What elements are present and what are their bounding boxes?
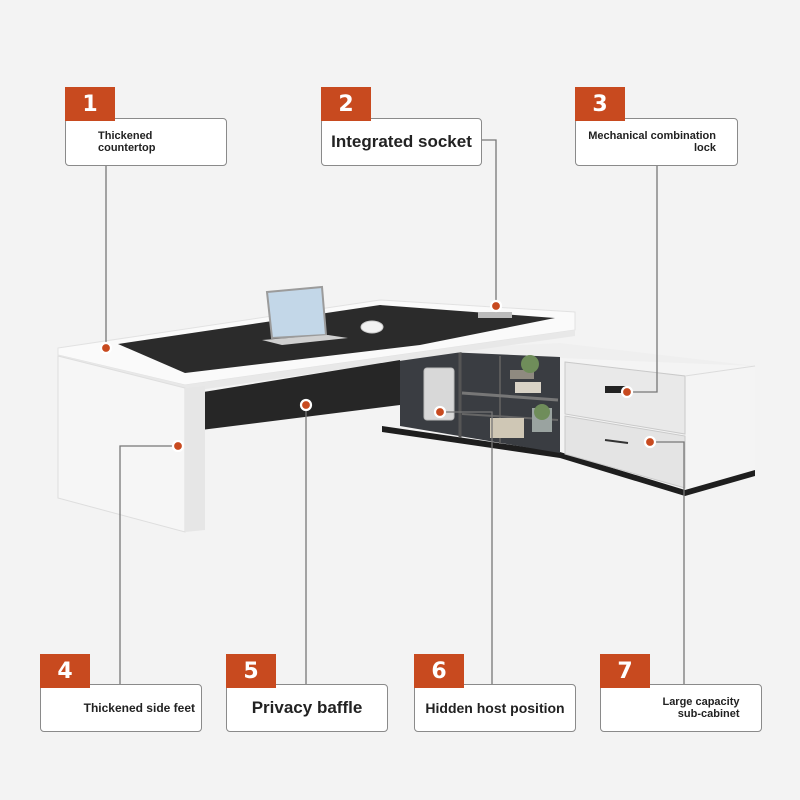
marker-dot-2 — [489, 299, 503, 313]
feature-1-label: Thickened countertop — [65, 118, 227, 166]
feature-5-number: 5 — [226, 654, 276, 688]
marker-dot-3 — [620, 385, 634, 399]
feature-7-label: Large capacity sub-cabinet — [600, 684, 762, 732]
feature-6-text: Hidden host position — [425, 700, 565, 716]
privacy-baffle-panel — [185, 360, 400, 432]
marker-dot-4 — [171, 439, 185, 453]
feature-5-text: Privacy baffle — [251, 698, 363, 717]
left-foot-edge — [185, 386, 205, 532]
marker-dot-5 — [299, 398, 313, 412]
upper-drawer — [564, 361, 686, 435]
socket — [478, 312, 512, 318]
cup — [360, 320, 384, 334]
feature-4-number: 4 — [40, 654, 90, 688]
feature-1-text: Thickened countertop — [98, 130, 156, 154]
feature-6-number: 6 — [414, 654, 464, 688]
lower-drawer — [564, 415, 686, 489]
host-computer — [423, 367, 455, 421]
feature-2-number: 2 — [321, 87, 371, 121]
leader-line-7 — [650, 441, 685, 684]
laptop-base — [262, 335, 348, 345]
marker-dot-6 — [433, 405, 447, 419]
feature-3-text: Mechanical combination lock — [588, 130, 716, 154]
feature-5-label: Privacy baffle — [226, 684, 388, 732]
feature-4-text: Thickened side feet — [83, 701, 195, 715]
leader-line-6 — [440, 411, 493, 684]
feature-2-text: Integrated socket — [331, 132, 472, 151]
laptop-screen — [265, 285, 328, 340]
feature-2-label: Integrated socket — [321, 118, 482, 166]
marker-dot-1 — [99, 341, 113, 355]
feature-7-text: Large capacity sub-cabinet — [662, 696, 740, 720]
feature-6-label: Hidden host position — [414, 684, 576, 732]
sub-cabinet-base — [382, 426, 755, 496]
leader-line-4 — [119, 445, 178, 684]
feature-3-number: 3 — [575, 87, 625, 121]
feature-4-label: Thickened side feet — [40, 684, 202, 732]
feature-3-label: Mechanical combination lock — [575, 118, 738, 166]
leader-line-2 — [482, 139, 497, 306]
feature-7-number: 7 — [600, 654, 650, 688]
feature-1-number: 1 — [65, 87, 115, 121]
marker-dot-7 — [643, 435, 657, 449]
leader-line-3 — [627, 166, 658, 393]
